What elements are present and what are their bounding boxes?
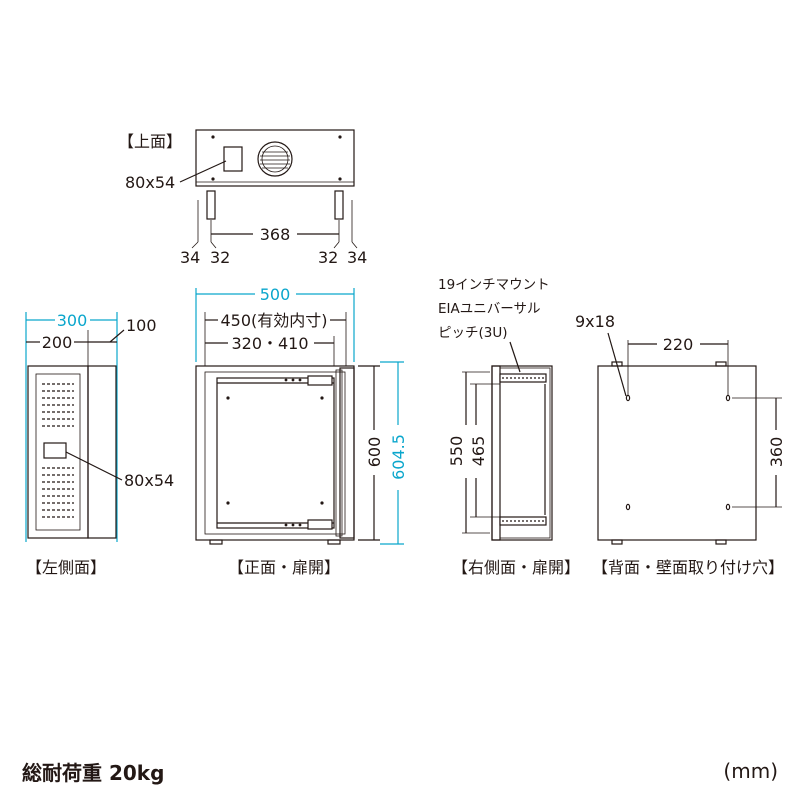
left-side-title: 【左側面】 [26,558,106,577]
top-view-width-label: 368 [260,225,291,244]
mount-hole [725,503,731,511]
front-height-label: 600 [365,437,384,468]
front-rail-top [307,375,333,386]
right-side-title: 【右側面・扉開】 [452,558,580,577]
back-hole-vertical-label: 360 [767,437,786,468]
front-back-panel [216,377,335,529]
mount-hole [625,503,631,511]
top-view-offset-4: 34 [347,248,367,267]
mount-hole [625,394,631,402]
front-rail-bottom [307,519,333,530]
front-mount-width-label: 320・410 [231,334,308,353]
back-title: 【背面・壁面取り付け穴】 [592,558,784,577]
top-view-offset-2: 32 [210,248,230,267]
top-view-panel-label: 80x54 [125,173,175,192]
left-side-door-label: 100 [126,316,157,335]
left-side-inner-label: 200 [42,333,73,352]
top-view: 【上面】 80x54 368 34 32 [118,129,367,267]
rail-note-line-3: ピッチ(3U) [438,325,508,341]
right-side-inner-height: 465 [469,436,488,467]
rail-note-line-2: EIAユニバーサル [438,301,540,317]
rail-note-line-1: 19インチマウント [438,277,550,293]
top-view-body [195,129,355,187]
left-side-depth-label: 300 [57,311,88,330]
left-side-body [27,365,89,539]
rail-top [499,373,547,383]
left-side-view: 300 200 100 80x54 【 [25,311,174,577]
rail-bottom [499,516,547,526]
total-load-label: 総耐荷重 20kg [22,761,164,785]
unit-label: (mm) [723,759,778,783]
back-hole-label: 9x18 [575,312,615,331]
front-width-label: 500 [260,285,291,304]
right-side-outer-height: 550 [447,436,466,467]
top-view-leg-left [206,190,216,220]
top-view-offset-3: 32 [318,248,338,267]
back-hole-horizontal-label: 220 [663,335,694,354]
right-side-body [491,365,553,541]
back-view: 9x18 220 360 【背面・壁面取り付け穴】 [575,312,786,577]
fan-icon [257,141,293,177]
left-side-door [87,365,117,539]
front-title: 【正面・扉開】 [228,558,340,577]
mount-hole [725,394,731,402]
front-body [195,365,355,541]
right-side-view: 19インチマウント EIAユニバーサル ピッチ(3U) 550 465 【右側面… [438,277,580,577]
back-body [597,365,757,541]
left-side-panel-opening [43,442,67,459]
front-effective-width-label: 450(有効内寸) [220,311,327,330]
top-view-leg-right [334,190,344,220]
front-open-door [339,367,355,539]
front-total-height-label: 604.5 [389,434,408,480]
right-side-door-edge [491,365,501,541]
top-view-offset-1: 34 [180,248,200,267]
top-view-panel-opening [223,146,243,172]
top-view-title: 【上面】 [118,132,182,151]
vent-slots [42,383,74,518]
left-side-panel-label: 80x54 [124,471,174,490]
front-view: 500 450(有効内寸) 320・410 600 [195,285,408,577]
